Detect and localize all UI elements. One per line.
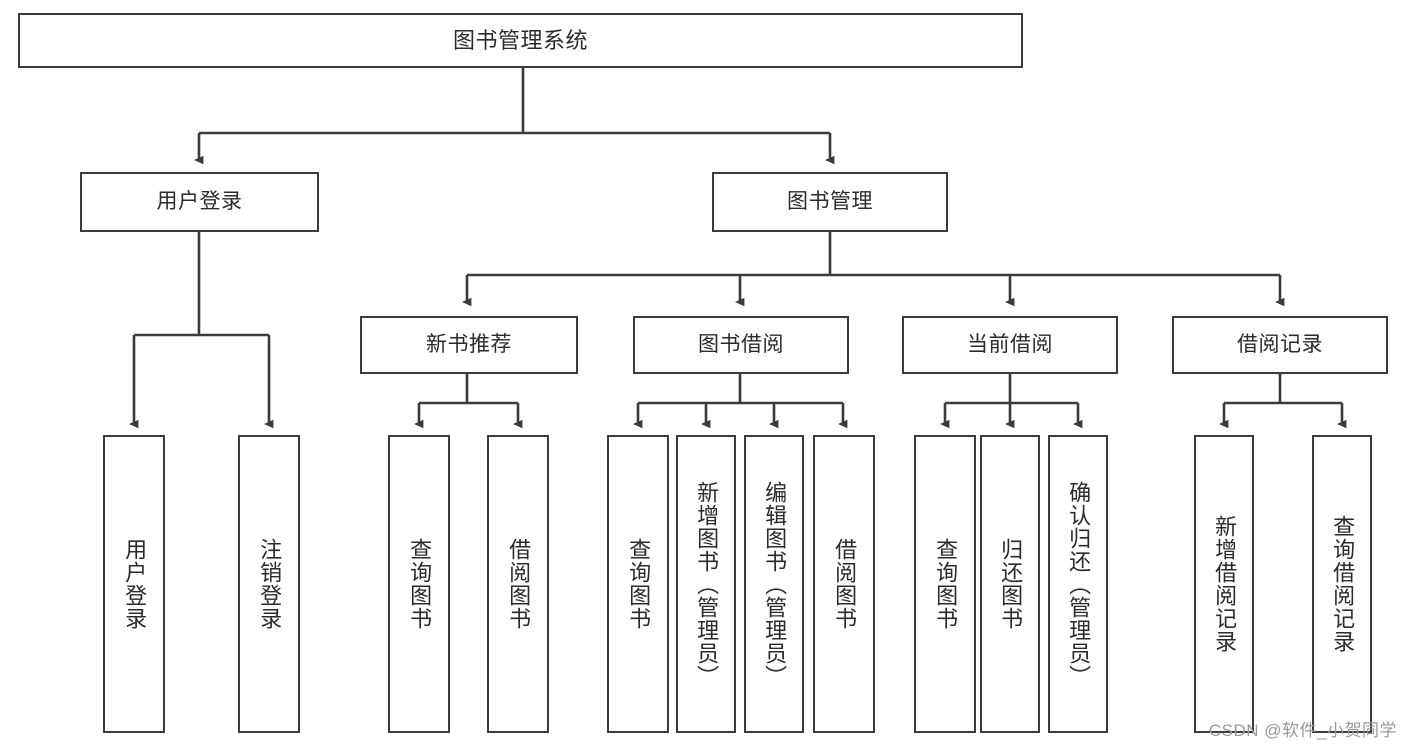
node-leaf-query-book-3[interactable]: 查询图书 [914,435,976,733]
node-leaf-query-book-2[interactable]: 查询图书 [607,435,669,733]
node-user-login[interactable]: 用户登录 [80,172,319,232]
node-leaf-add-record-label: 新增借阅记录 [1212,515,1238,653]
node-book-management[interactable]: 图书管理 [712,172,948,232]
node-leaf-user-login-label: 用户登录 [122,538,148,630]
node-leaf-confirm-return[interactable]: 确认归还（管理员） [1048,435,1108,733]
node-root[interactable]: 图书管理系统 [18,13,1023,68]
node-borrow-record[interactable]: 借阅记录 [1172,316,1388,374]
node-leaf-query-book-1[interactable]: 查询图书 [388,435,450,733]
node-leaf-add-record[interactable]: 新增借阅记录 [1194,435,1254,733]
node-leaf-borrow-book-1[interactable]: 借阅图书 [487,435,549,733]
node-borrow-record-label: 借阅记录 [1237,332,1323,356]
node-new-book-recommend-label: 新书推荐 [426,332,512,356]
node-book-borrow-label: 图书借阅 [698,332,784,356]
node-leaf-return-book[interactable]: 归还图书 [980,435,1040,733]
watermark: CSDN @软件_小贺同学 [1208,721,1397,740]
node-leaf-add-book[interactable]: 新增图书（管理员） [676,435,736,733]
node-leaf-borrow-book-2[interactable]: 借阅图书 [813,435,875,733]
node-leaf-query-book-1-label: 查询图书 [407,538,433,630]
node-leaf-confirm-return-label: 确认归还（管理员） [1066,480,1092,688]
node-leaf-user-logout-label: 注销登录 [257,538,283,630]
node-current-borrow-label: 当前借阅 [967,332,1053,356]
node-leaf-query-record-label: 查询借阅记录 [1330,515,1356,653]
node-leaf-user-logout[interactable]: 注销登录 [238,435,300,733]
node-new-book-recommend[interactable]: 新书推荐 [360,316,578,374]
node-leaf-user-login[interactable]: 用户登录 [103,435,165,733]
node-leaf-edit-book[interactable]: 编辑图书（管理员） [744,435,804,733]
node-leaf-add-book-label: 新增图书（管理员） [694,480,720,688]
node-leaf-borrow-book-2-label: 借阅图书 [832,538,858,630]
node-root-label: 图书管理系统 [452,27,588,53]
node-leaf-edit-book-label: 编辑图书（管理员） [762,480,788,688]
node-book-management-label: 图书管理 [787,189,873,213]
node-leaf-query-book-2-label: 查询图书 [626,538,652,630]
node-leaf-borrow-book-1-label: 借阅图书 [506,538,532,630]
node-current-borrow[interactable]: 当前借阅 [902,316,1118,374]
node-leaf-query-book-3-label: 查询图书 [933,538,959,630]
node-book-borrow[interactable]: 图书借阅 [633,316,849,374]
node-leaf-query-record[interactable]: 查询借阅记录 [1312,435,1372,733]
node-user-login-label: 用户登录 [156,189,243,213]
node-leaf-return-book-label: 归还图书 [998,538,1024,630]
